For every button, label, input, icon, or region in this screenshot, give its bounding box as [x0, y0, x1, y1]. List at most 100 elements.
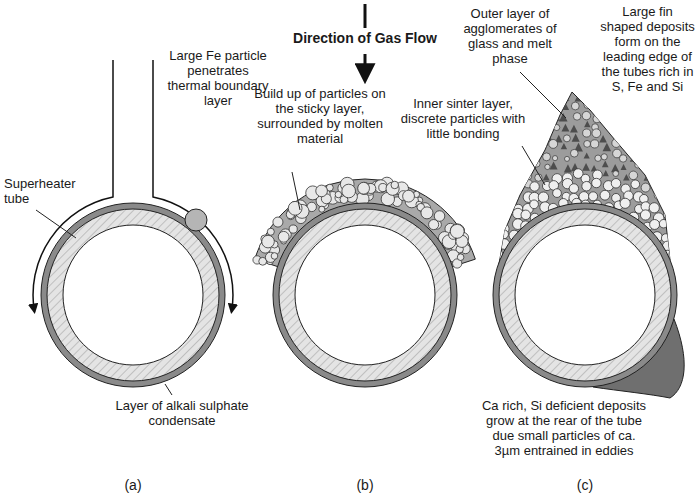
agglomerate-particle: [494, 202, 502, 210]
agglomerate-particle: [611, 101, 617, 107]
agglomerate-particle: [605, 122, 613, 130]
agglomerate-particle: [632, 122, 639, 129]
sinter-particle: [682, 230, 691, 239]
agglomerate-particle: [645, 123, 650, 128]
agglomerate-particle: [485, 204, 491, 210]
agglomerate-particle: [684, 111, 689, 116]
agglomerate-particle: [629, 171, 638, 180]
agglomerate-particle: [635, 163, 640, 168]
glass-fragment: [550, 162, 558, 170]
agglomerate-particle: [654, 103, 659, 108]
agglomerate-particle: [584, 140, 591, 147]
agglomerate-particle: [654, 192, 661, 199]
glass-fragment: [640, 162, 648, 170]
agglomerate-particle: [545, 164, 550, 169]
agglomerate-particle: [532, 152, 539, 159]
agglomerate-particle: [672, 166, 678, 172]
sinter-particle: [670, 230, 679, 239]
sinter-particle: [530, 182, 539, 191]
tube-bore: [295, 225, 435, 365]
callout-text: Large fin shaped deposits form on the le…: [600, 4, 695, 94]
agglomerate-particle: [533, 146, 539, 152]
glass-fragment: [674, 115, 681, 122]
agglomerate-particle: [554, 124, 560, 130]
leader-line: [36, 210, 76, 238]
agglomerate-particle: [643, 152, 650, 159]
sinter-particle: [479, 233, 489, 243]
deposit-particle: [457, 254, 464, 261]
agglomerate-particle: [595, 155, 601, 161]
agglomerate-particle: [522, 133, 529, 140]
agglomerate-particle: [643, 140, 650, 147]
deposit-particle: [273, 217, 283, 227]
glass-fragment: [662, 133, 668, 139]
glass-fragment: [561, 124, 569, 132]
agglomerate-particle: [582, 111, 590, 119]
deposit-particle: [379, 183, 387, 191]
glass-fragment: [623, 144, 630, 151]
agglomerate-particle: [609, 120, 617, 128]
fe-particle: [185, 209, 207, 231]
sinter-particle: [582, 181, 592, 191]
agglomerate-particle: [670, 204, 679, 213]
glass-fragment: [654, 170, 662, 178]
agglomerate-particle: [663, 200, 669, 206]
agglomerate-particle: [523, 172, 532, 181]
callout-text: Build up of particles on the sticky laye…: [250, 86, 390, 146]
agglomerate-particle: [591, 140, 599, 148]
agglomerate-particle: [660, 151, 667, 158]
deposit-particle: [391, 181, 399, 189]
glass-fragment: [559, 113, 568, 122]
glass-fragment: [544, 102, 553, 111]
sinter-particle: [611, 179, 621, 189]
deposit-particle: [316, 185, 328, 197]
agglomerate-particle: [684, 223, 689, 228]
sinter-particle: [669, 249, 679, 259]
agglomerate-particle: [641, 110, 648, 117]
deposit-particle: [450, 224, 464, 238]
panel-label: (b): [345, 478, 385, 493]
agglomerate-particle: [671, 132, 677, 138]
glass-fragment: [561, 143, 567, 149]
agglomerate-particle: [676, 173, 681, 178]
sinter-particle: [538, 192, 548, 202]
agglomerate-particle: [490, 83, 499, 92]
sinter-particle: [680, 289, 690, 299]
agglomerate-particle: [541, 142, 547, 148]
flow-label: Direction of Gas Flow: [265, 31, 465, 46]
sinter-particle: [500, 230, 509, 239]
agglomerate-particle: [500, 139, 507, 146]
agglomerate-particle: [520, 93, 526, 99]
glass-fragment: [582, 163, 590, 171]
glass-fragment: [479, 211, 486, 218]
glass-fragment: [602, 161, 609, 168]
sinter-particle: [484, 261, 493, 270]
glass-fragment: [540, 90, 547, 97]
glass-fragment: [661, 94, 668, 101]
glass-fragment: [511, 182, 519, 190]
agglomerate-particle: [665, 160, 673, 168]
deposit-particle: [403, 190, 415, 202]
sinter-particle: [484, 220, 494, 230]
agglomerate-particle: [531, 101, 538, 108]
leader-line: [520, 72, 566, 118]
glass-fragment: [659, 124, 668, 133]
tube-bore: [63, 225, 203, 365]
glass-fragment: [623, 174, 630, 181]
glass-fragment: [685, 162, 692, 169]
glass-fragment: [494, 164, 500, 170]
deposit-particle: [421, 207, 433, 219]
tube-wall: [279, 209, 451, 381]
sinter-particle: [502, 202, 511, 211]
agglomerate-particle: [619, 155, 626, 162]
agglomerate-particle: [653, 121, 661, 129]
glass-fragment: [580, 89, 588, 97]
agglomerate-particle: [532, 120, 540, 128]
sinter-particle: [482, 294, 493, 305]
sinter-particle: [494, 209, 503, 218]
flow-bar: [364, 4, 367, 28]
flow-arrow: [364, 54, 367, 80]
glass-fragment: [523, 105, 529, 111]
agglomerate-particle: [665, 102, 670, 107]
glass-fragment: [584, 152, 590, 158]
